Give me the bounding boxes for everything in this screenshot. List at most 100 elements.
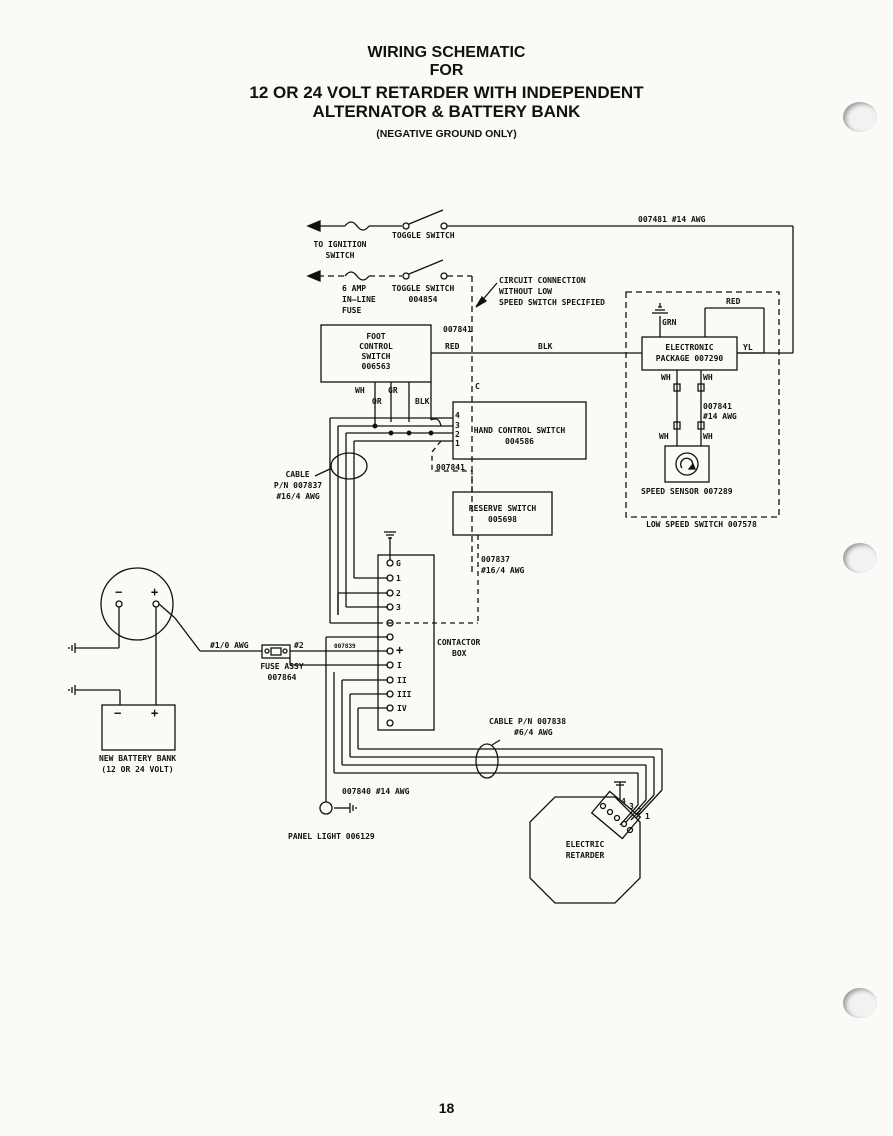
label-foot-1: FOOT (366, 332, 386, 341)
label-007840: 007840 #14 AWG (342, 787, 410, 796)
label-foot-4: 006563 (361, 362, 391, 371)
label-pin-2: 2 (455, 430, 460, 439)
label-or: OR (372, 397, 382, 406)
label-007839: 007839 (334, 643, 356, 650)
label-007841-c: 007841 (436, 463, 465, 472)
retarder-cable-ring (475, 743, 499, 779)
reserve-switch-box (452, 491, 553, 536)
arrow-left-icon-1 (306, 220, 321, 232)
label-er-1: ELECTRIC (565, 840, 605, 849)
label-foot-2: CONTROL (359, 342, 393, 351)
label-blk: BLK (538, 342, 553, 351)
label-bat-minus: − (114, 706, 122, 720)
label-gr: GR (388, 386, 398, 395)
label-wire-2: #2 (294, 641, 304, 650)
label-rs-2: 005698 (488, 515, 517, 524)
label-yl: YL (743, 343, 753, 352)
label-fuse-assy-2: 007864 (267, 673, 297, 682)
label-term-1: 1 (396, 574, 401, 583)
label-wh-e: WH (703, 432, 713, 441)
label-contactor-1: CONTACTOR (437, 638, 481, 647)
label-cable-3: #16/4 AWG (276, 492, 320, 501)
low-speed-switch-box (625, 291, 780, 518)
battery-bank (101, 704, 176, 751)
label-rp-1: 1 (645, 812, 650, 821)
label-fuse-assy-1: FUSE ASSY (260, 662, 304, 671)
label-to-ignition-1: TO IGNITION (313, 240, 367, 249)
contactor-box (377, 554, 435, 731)
label-panel-light: PANEL LIGHT 006129 (288, 832, 375, 841)
label-fuse-3: FUSE (342, 306, 362, 315)
label-term-iii: III (397, 690, 412, 699)
label-wire-007481: 007481 #14 AWG (638, 215, 706, 224)
label-ep-2: PACKAGE 007290 (655, 354, 724, 363)
label-bat-plus: + (151, 706, 159, 720)
label-pin-3: 3 (455, 421, 460, 430)
label-cable-1: CABLE (285, 470, 310, 479)
label-term-iv: IV (397, 704, 407, 713)
label-007837-1: 007837 (481, 555, 510, 564)
dashed-toggle-line (318, 275, 473, 573)
label-pin-1: 1 (455, 439, 460, 448)
label-007841-b2: #14 AWG (703, 412, 737, 421)
label-rp-3: 3 (629, 802, 634, 811)
label-toggle-switch-2-pn: 004854 (408, 295, 438, 304)
label-fuse-1: 6 AMP (342, 284, 367, 293)
label-grn: GRN (662, 318, 677, 327)
title-line-1: WIRING SCHEMATIC (367, 44, 526, 61)
label-red: RED (445, 342, 460, 351)
label-wh-a: WH (661, 373, 671, 382)
label-term-plus: + (396, 643, 404, 657)
title-line-3: 12 OR 24 VOLT RETARDER WITH INDEPENDENT (249, 83, 644, 102)
label-speed-sensor: SPEED SENSOR 007289 (641, 487, 733, 496)
label-foot-3: SWITCH (361, 352, 391, 361)
label-c: C (475, 382, 480, 391)
speed-sensor (664, 445, 710, 483)
label-007841-a: 007841 (443, 325, 472, 334)
label-rp-4: 4 (621, 797, 626, 806)
binder-hole-middle (843, 543, 877, 573)
label-to-ignition-2: SWITCH (325, 251, 355, 260)
panel-light-bulb (319, 801, 333, 815)
label-wh-b: WH (703, 373, 713, 382)
label-toggle-switch-1: TOGGLE SWITCH (392, 231, 455, 240)
label-007837-2: #16/4 AWG (481, 566, 525, 575)
cable-bundle-ring (330, 452, 368, 480)
label-ep-1: ELECTRONIC (665, 343, 714, 352)
electric-retarder (529, 796, 641, 904)
label-circuit-2: WITHOUT LOW (499, 287, 552, 296)
label-circuit-1: CIRCUIT CONNECTION (499, 276, 586, 285)
page-number: 18 (438, 1100, 455, 1116)
ignition-line (318, 209, 794, 353)
label-hcs-1: HAND CONTROL SWITCH (473, 426, 566, 435)
label-007841-b1: 007841 (703, 402, 732, 411)
label-alt-minus: − (115, 585, 123, 599)
label-cable838-2: #6/4 AWG (514, 728, 553, 737)
label-toggle-switch-2: TOGGLE SWITCH (391, 284, 455, 293)
binder-hole-bottom (843, 988, 877, 1018)
alternator (100, 567, 174, 641)
retarder-terminal-block (590, 790, 642, 840)
title-line-4: ALTERNATOR & BATTERY BANK (312, 102, 581, 121)
label-fuse-2: IN—LINE (342, 295, 376, 304)
label-term-2: 2 (396, 589, 401, 598)
title-line-2: FOR (429, 62, 464, 79)
label-hcs-2: 004586 (505, 437, 534, 446)
label-er-2: RETARDER (565, 851, 605, 860)
label-wh-d: WH (659, 432, 669, 441)
label-rs-1: RESERVE SWITCH (468, 504, 537, 513)
title-note: (NEGATIVE GROUND ONLY) (376, 128, 517, 140)
label-rp-2: 2 (637, 807, 642, 816)
label-cable838-1: CABLE P/N 007838 (489, 717, 567, 726)
label-circuit-3: SPEED SWITCH SPECIFIED (499, 298, 605, 307)
label-cable-2: P/N 007837 (273, 481, 323, 490)
label-blk-2: BLK (415, 397, 430, 406)
arrow-left-icon-2 (306, 270, 321, 282)
label-1-0-awg: #1/0 AWG (210, 641, 249, 650)
label-low-speed-switch: LOW SPEED SWITCH 007578 (646, 520, 757, 529)
label-nbb-2: (12 OR 24 VOLT) (101, 765, 174, 774)
fuse-assembly (261, 644, 291, 659)
label-term-g: G (396, 559, 401, 568)
